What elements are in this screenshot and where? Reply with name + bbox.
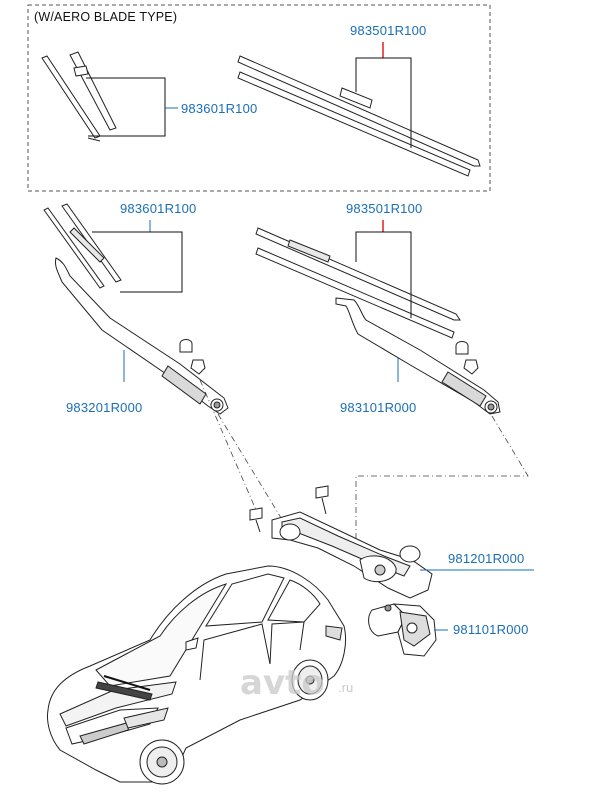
aero-blade-passenger-drawing xyxy=(41,51,117,142)
part-number-arm-driver[interactable]: 983101R000 xyxy=(340,400,417,415)
blade-passenger-drawing xyxy=(43,203,122,289)
arm-passenger-drawing xyxy=(55,257,229,415)
car-illustration xyxy=(47,565,347,785)
watermark-brand: avto xyxy=(240,663,325,703)
aero-driver-leader xyxy=(355,42,412,148)
blade-driver-drawing xyxy=(255,227,461,339)
variant-label: (W/AERO BLADE TYPE) xyxy=(34,10,178,24)
part-number-blade-driver[interactable]: 983501R100 xyxy=(346,201,423,216)
motor-drawing xyxy=(368,603,437,657)
part-number-motor[interactable]: 981101R000 xyxy=(453,622,529,637)
part-number-linkage[interactable]: 981201R000 xyxy=(448,551,525,566)
linkage-drawing xyxy=(249,485,433,599)
aero-passenger-leader xyxy=(86,77,178,137)
aero-variant-frame xyxy=(27,4,491,192)
part-number-blade-passenger[interactable]: 983601R100 xyxy=(120,201,197,216)
watermark-domain: .ru xyxy=(338,680,354,695)
arm-driver-drawing xyxy=(335,297,501,415)
blade-driver-leader xyxy=(355,220,412,318)
part-number-aero-blade-passenger[interactable]: 983601R100 xyxy=(181,101,258,116)
assembly-guide-lines xyxy=(199,379,529,538)
part-number-aero-blade-driver[interactable]: 983501R100 xyxy=(350,23,427,38)
blade-passenger-leader xyxy=(92,220,183,293)
part-number-arm-passenger[interactable]: 983201R000 xyxy=(66,400,143,415)
aero-blade-driver-drawing xyxy=(237,55,481,177)
